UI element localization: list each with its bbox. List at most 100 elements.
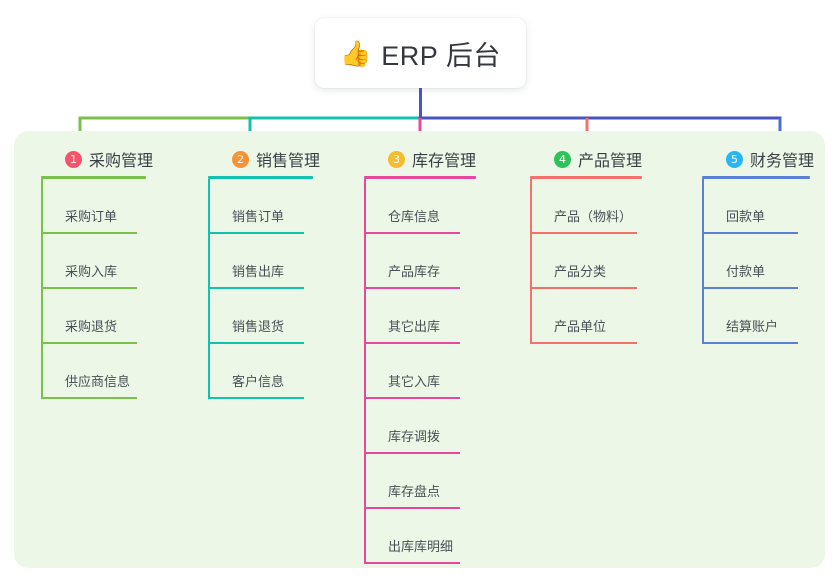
leaf-item[interactable]: 仓库信息 — [364, 179, 476, 234]
column-header-1[interactable]: 1 采购管理 — [41, 142, 153, 176]
column-2: 2 销售管理销售订单销售出库销售退货客户信息 — [208, 142, 320, 399]
column-badge-3: 3 — [388, 150, 405, 168]
column-items-1: 采购订单采购入库采购退货供应商信息 — [41, 179, 153, 399]
column-spine-5 — [702, 179, 704, 344]
column-spine-1 — [41, 179, 43, 399]
leaf-item-label: 销售退货 — [232, 319, 285, 334]
leaf-item-underline — [208, 397, 304, 399]
leaf-item[interactable]: 其它出库 — [364, 289, 476, 344]
column-3: 3 库存管理仓库信息产品库存其它出库其它入库库存调拨库存盘点出库库明细 — [364, 142, 476, 564]
column-spine-4 — [530, 179, 532, 344]
leaf-item-underline — [702, 287, 798, 289]
column-4: 4 产品管理产品（物料） 产品分类产品单位 — [530, 142, 642, 344]
leaf-item-label: 采购订单 — [65, 209, 118, 224]
leaf-item-label: 采购入库 — [65, 264, 118, 279]
column-badge-2: 2 — [232, 150, 249, 168]
column-title-1: 采购管理 — [89, 153, 154, 170]
leaf-item[interactable]: 销售出库 — [208, 234, 320, 289]
leaf-item-underline — [530, 287, 637, 289]
column-1: 1 采购管理采购订单采购入库采购退货供应商信息 — [41, 142, 153, 399]
leaf-item-underline — [41, 232, 137, 234]
thumbs-up-icon: 👍 — [340, 39, 372, 68]
leaf-item-underline — [208, 342, 304, 344]
leaf-item[interactable]: 产品（物料） — [530, 179, 642, 234]
leaf-item-underline — [702, 232, 798, 234]
column-badge-4: 4 — [554, 150, 571, 168]
leaf-item-underline — [41, 342, 137, 344]
column-spine-3 — [364, 179, 366, 564]
column-underline-4 — [530, 176, 642, 179]
column-badge-1: 1 — [65, 150, 82, 168]
column-title-3: 库存管理 — [412, 153, 477, 170]
leaf-item[interactable]: 库存调拨 — [364, 399, 476, 454]
leaf-item-label: 产品分类 — [554, 264, 607, 279]
column-header-2[interactable]: 2 销售管理 — [208, 142, 320, 176]
column-items-5: 回款单付款单结算账户 — [702, 179, 814, 344]
leaf-item[interactable]: 付款单 — [702, 234, 814, 289]
column-items-4: 产品（物料） 产品分类产品单位 — [530, 179, 642, 344]
leaf-item-underline — [364, 452, 460, 454]
leaf-item[interactable]: 库存盘点 — [364, 454, 476, 509]
column-underline-2 — [208, 176, 313, 179]
root-node-content: 👍 ERP 后台 — [340, 34, 501, 73]
column-underline-3 — [364, 176, 476, 179]
leaf-item-label: 出库库明细 — [388, 539, 454, 554]
leaf-item-label: 库存盘点 — [388, 484, 441, 499]
root-title: ERP 后台 — [381, 40, 501, 71]
leaf-item[interactable]: 其它入库 — [364, 344, 476, 399]
leaf-item-underline — [530, 232, 637, 234]
column-title-4: 产品管理 — [578, 153, 643, 170]
leaf-item[interactable]: 出库库明细 — [364, 509, 476, 564]
leaf-item-underline — [364, 397, 460, 399]
leaf-item-label: 付款单 — [726, 264, 766, 279]
leaf-item-label: 回款单 — [726, 209, 766, 224]
leaf-item[interactable]: 回款单 — [702, 179, 814, 234]
leaf-item[interactable]: 产品库存 — [364, 234, 476, 289]
leaf-item-label: 其它出库 — [388, 319, 441, 334]
column-title-2: 销售管理 — [256, 153, 321, 170]
column-title-5: 财务管理 — [750, 153, 815, 170]
leaf-item-label: 产品单位 — [554, 319, 607, 334]
leaf-item[interactable]: 采购订单 — [41, 179, 153, 234]
leaf-item-underline — [41, 397, 137, 399]
column-header-5[interactable]: 5 财务管理 — [702, 142, 814, 176]
leaf-item[interactable]: 销售退货 — [208, 289, 320, 344]
leaf-item[interactable]: 供应商信息 — [41, 344, 153, 399]
column-items-3: 仓库信息产品库存其它出库其它入库库存调拨库存盘点出库库明细 — [364, 179, 476, 564]
column-badge-5: 5 — [726, 150, 743, 168]
column-header-3[interactable]: 3 库存管理 — [364, 142, 476, 176]
column-5: 5 财务管理回款单付款单结算账户 — [702, 142, 814, 344]
leaf-item-label: 库存调拨 — [388, 429, 441, 444]
leaf-item-underline — [208, 232, 304, 234]
leaf-item-underline — [702, 342, 798, 344]
leaf-item[interactable]: 产品分类 — [530, 234, 642, 289]
leaf-item-label: 产品（物料） — [554, 209, 633, 224]
leaf-item[interactable]: 采购入库 — [41, 234, 153, 289]
leaf-item-underline — [364, 232, 460, 234]
branches-panel — [14, 131, 825, 568]
column-items-2: 销售订单销售出库销售退货客户信息 — [208, 179, 320, 399]
leaf-item-underline — [208, 287, 304, 289]
leaf-item-underline — [41, 287, 137, 289]
leaf-item-label: 仓库信息 — [388, 209, 441, 224]
leaf-item-label: 其它入库 — [388, 374, 441, 389]
leaf-item-label: 销售出库 — [232, 264, 285, 279]
leaf-item[interactable]: 销售订单 — [208, 179, 320, 234]
column-underline-1 — [41, 176, 146, 179]
leaf-item-underline — [364, 342, 460, 344]
leaf-item-label: 供应商信息 — [65, 374, 131, 389]
leaf-item-label: 销售订单 — [232, 209, 285, 224]
leaf-item[interactable]: 客户信息 — [208, 344, 320, 399]
leaf-item[interactable]: 结算账户 — [702, 289, 814, 344]
leaf-item-underline — [530, 342, 637, 344]
root-node[interactable]: 👍 ERP 后台 — [315, 18, 526, 88]
leaf-item-label: 产品库存 — [388, 264, 441, 279]
column-header-4[interactable]: 4 产品管理 — [530, 142, 642, 176]
leaf-item-underline — [364, 287, 460, 289]
leaf-item-label: 采购退货 — [65, 319, 118, 334]
leaf-item[interactable]: 采购退货 — [41, 289, 153, 344]
column-spine-2 — [208, 179, 210, 399]
leaf-item[interactable]: 产品单位 — [530, 289, 642, 344]
leaf-item-underline — [364, 507, 460, 509]
